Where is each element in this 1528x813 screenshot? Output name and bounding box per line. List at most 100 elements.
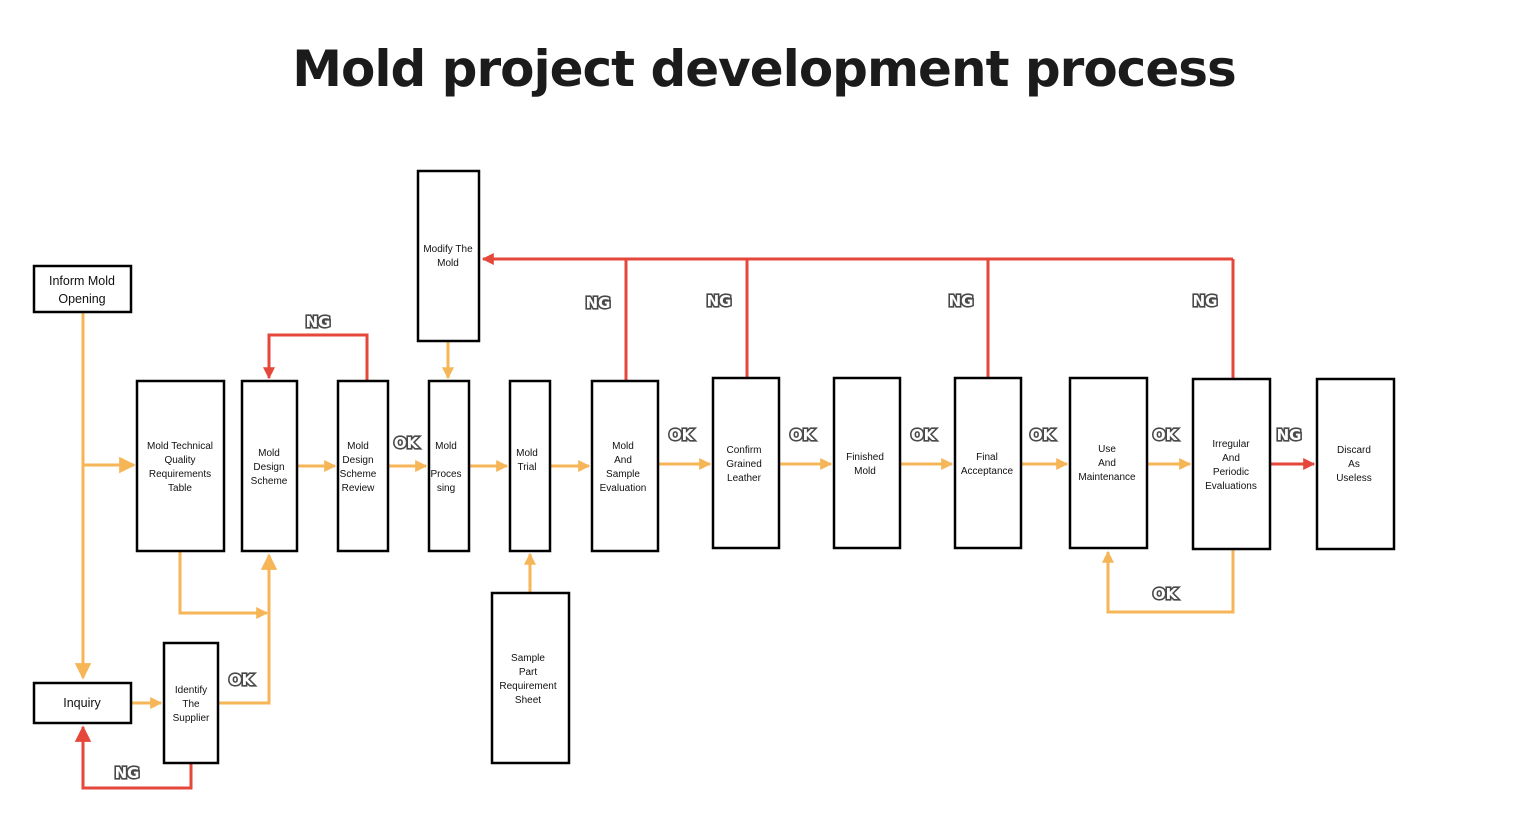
node-text: Supplier xyxy=(173,713,210,724)
page-title: Mold project development process xyxy=(292,40,1237,98)
ok-label: OK xyxy=(790,426,816,444)
node-inquiry: Inquiry xyxy=(32,681,133,725)
node-text: Grained xyxy=(726,459,762,470)
ok-label: OK xyxy=(1030,426,1056,444)
node-text: Mold xyxy=(612,441,634,452)
ng-label: NG xyxy=(115,764,140,782)
node-text: Mold xyxy=(854,466,876,477)
node-text: Trial xyxy=(517,462,536,473)
node-text: Confirm xyxy=(726,445,761,456)
ok-label: OK xyxy=(669,426,695,444)
ok-label: OK xyxy=(229,671,255,689)
ok-label: OK xyxy=(1153,426,1179,444)
node-text: sing xyxy=(437,483,455,494)
node-text: The xyxy=(182,699,200,710)
ok-label: OK xyxy=(911,426,937,444)
node-text: Scheme xyxy=(251,476,288,487)
node-text: And xyxy=(614,455,632,466)
node-text: Final xyxy=(976,452,998,463)
connector-identify-to-design xyxy=(218,553,278,705)
ng-label: NG xyxy=(306,313,331,331)
edge-labels: NG OK NG NG NG NG OK OK OK OK OK NG OK O… xyxy=(113,290,1303,783)
ng-label: NG xyxy=(949,292,974,310)
ng-label: NG xyxy=(1277,426,1302,444)
node-text: Inquiry xyxy=(63,696,101,710)
node-text: As xyxy=(1348,459,1360,470)
node-text: Identify xyxy=(175,685,207,696)
svg-text:Inquiry: Inquiry xyxy=(63,696,101,710)
node-text: Acceptance xyxy=(961,466,1014,477)
ng-label: NG xyxy=(707,292,732,310)
node-text: Mold xyxy=(437,258,459,269)
node-text: Design xyxy=(342,455,373,466)
node-text: Mold Technical xyxy=(147,441,213,452)
node-text: Mold xyxy=(435,441,457,452)
node-text: Requirement xyxy=(499,681,556,692)
node-text: Evaluations xyxy=(1205,481,1257,492)
ng-label: NG xyxy=(586,294,611,312)
ok-label: OK xyxy=(1153,585,1179,603)
node-text: Sample xyxy=(511,653,545,664)
node-text: Design xyxy=(253,462,284,473)
node-text: And xyxy=(1222,453,1240,464)
node-text: Periodic xyxy=(1213,467,1249,478)
node-text: Maintenance xyxy=(1078,472,1136,483)
node-text: Requirements xyxy=(149,469,211,480)
node-text: Use xyxy=(1098,444,1116,455)
node-text: Part xyxy=(519,667,538,678)
node-text: Mold xyxy=(258,448,280,459)
node-text: Quality xyxy=(164,455,195,466)
node-text: Finished xyxy=(846,452,884,463)
node-text: Mold xyxy=(347,441,369,452)
node-text: Discard xyxy=(1337,445,1371,456)
node-text: Proces xyxy=(430,469,461,480)
node-text: Opening xyxy=(58,292,105,306)
node-text: Useless xyxy=(1336,473,1372,484)
node-text: Inform Mold xyxy=(49,274,115,288)
node-text: Scheme xyxy=(340,469,377,480)
ng-label: NG xyxy=(1193,292,1218,310)
node-text: Leather xyxy=(727,473,762,484)
node-text: Modify The xyxy=(423,244,473,255)
node-text: Evaluation xyxy=(600,483,647,494)
connector-identify-ng-to-inquiry xyxy=(74,725,193,790)
node-text: And xyxy=(1098,458,1116,469)
connector-review-ng-to-design xyxy=(263,333,369,381)
node-text: Irregular xyxy=(1212,439,1250,450)
connector-tech-to-design xyxy=(178,551,269,619)
node-text: Sample xyxy=(606,469,640,480)
